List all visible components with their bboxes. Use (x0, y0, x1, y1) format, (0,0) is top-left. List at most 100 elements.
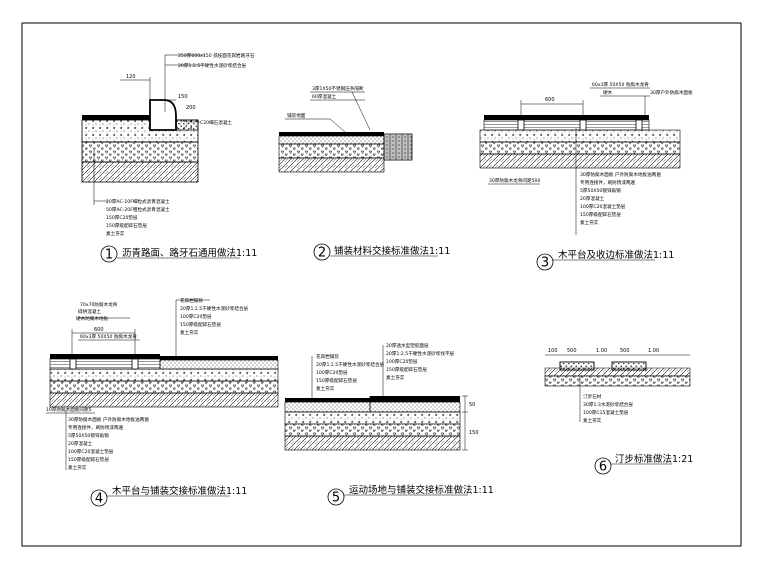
d4-post-1 (69, 358, 77, 370)
d4-note-r-3: 100厚C20垫层 (180, 313, 212, 320)
d3-note-b-6: 150厚级配碎石垫层 (580, 211, 621, 218)
d5-note-l-1: 花岗岩铺装 (316, 353, 339, 360)
d2-note-top-2: 60厚混凝土 (312, 93, 337, 100)
d5-concrete (284, 411, 461, 425)
d4-note-b-4: 20厚混凝土 (68, 440, 93, 447)
d4-note-r-5: 素土夯实 (180, 329, 199, 336)
d4-earth (49, 392, 279, 408)
d3-note-b-5: 100厚C20混凝土垫层 (580, 203, 626, 210)
d4-gravel (49, 380, 279, 394)
d4-number-circle (90, 489, 108, 507)
d3-concrete (479, 129, 681, 143)
d4-note-r-4: 150厚级配碎石垫层 (180, 321, 221, 328)
d3-note-top-3: 30厚户外防腐木面板 (650, 89, 693, 96)
d5-sport-surface (370, 396, 460, 402)
d4-note-top-1: 70x70防腐木龙骨 (80, 301, 118, 308)
d4-note-b-5: 100厚C20混凝土垫层 (68, 448, 114, 455)
d2-mortar (278, 135, 385, 145)
d1-note-b-4: 150厚级配碎石垫层 (106, 222, 147, 229)
d3-note-b-1: 30厚防腐木面板 户外防腐木地板油两遍 (580, 171, 661, 178)
d4-note-b-7: 素土夯实 (68, 464, 87, 471)
d1-note-b-5: 素土夯实 (106, 230, 125, 237)
d6-number: 6 (599, 460, 607, 475)
d5-paving-surface (285, 398, 370, 402)
d1-dim-2: 150 (178, 94, 188, 100)
d3-deck-surface (484, 115, 649, 120)
d1-number: 1 (105, 248, 113, 263)
d6-dim-1: 100 (548, 348, 558, 354)
d3-earth (479, 153, 681, 169)
d6-note-b-4: 素土夯实 (583, 417, 602, 424)
d5-dim-2: 150 (469, 430, 479, 436)
d3-title: 木平台及收边标准做法1:11 (558, 249, 674, 261)
d3-callout: 30厚防腐木龙骨间距500 (489, 177, 540, 184)
d6-title: 汀步标准做法1:21 (615, 453, 693, 465)
d4-paving-surface (160, 356, 278, 360)
d1-note-b-3: 150厚C20垫层 (106, 214, 138, 221)
d2-number-circle (313, 243, 331, 261)
d5-note-l-2: 20厚1:2.5干硬性水泥砂浆结合层 (316, 361, 385, 368)
d1-note-b-1: 20厚AC-10F细粒式沥青混凝土 (106, 198, 170, 205)
d5-number-circle (327, 488, 345, 506)
d3-post-3 (635, 119, 643, 131)
d6-dim-3: 1.00 (596, 348, 607, 354)
d4-deck-surface (50, 354, 160, 359)
d4-title: 木平台与铺装交接标准做法1:11 (112, 485, 247, 497)
d1-asphalt (175, 119, 199, 131)
d4-note-b-1: 30厚防腐木面板 户外防腐木地板油两遍 (68, 416, 149, 423)
detail-2: 3厚1X50不锈钢压条隔断 60厚混凝土 铺装地面 2 铺装材料交接标准做法1:… (278, 85, 450, 261)
d6-dim-5: 1.00 (648, 348, 659, 354)
d3-post-1 (517, 119, 525, 131)
d1-gravel-layer (81, 141, 199, 163)
d4-mortar (159, 359, 279, 370)
d2-note-top-1: 3厚1X50不锈钢压条隔断 (312, 85, 364, 92)
d2-edge-paving (383, 133, 413, 161)
d1-dim-3: 200 (186, 105, 196, 111)
d5-note-r-4: 150厚级配碎石垫层 (386, 366, 427, 373)
d2-callout: 铺装地面 (287, 112, 306, 119)
d5-title: 运动场地与铺装交接标准做法1:11 (349, 484, 494, 496)
detail-1: 250厚600x150 荔枝面花岗岩路牙石 20厚1:2.5干硬性水泥砂浆结合层… (81, 52, 257, 263)
d2-surface (279, 132, 384, 136)
d5-note-l-5: 素土夯实 (316, 385, 335, 392)
d5-note-l-4: 150厚级配碎石垫层 (316, 377, 357, 384)
d3-note-top-2: 硬木 (603, 89, 613, 96)
detail-6: 100 500 1.00 500 1.00 汀步石材 30厚1:3水泥砂浆结合层… (544, 348, 693, 475)
d3-post-2 (579, 119, 587, 131)
d6-dim-4: 500 (620, 348, 630, 354)
d4-number: 4 (95, 492, 103, 507)
d1-note-b-2: 50厚AC-20F粗粒式沥青混凝土 (106, 206, 170, 213)
d1-earth-layer (81, 161, 199, 183)
d6-base (544, 375, 691, 387)
d4-note-b-6: 150厚级配碎石垫层 (68, 456, 109, 463)
d5-note-r-2: 20厚1:2.5干硬性水泥砂浆找平层 (386, 350, 455, 357)
d6-step-stone-1 (559, 361, 595, 371)
d5-number: 5 (332, 491, 340, 506)
d1-note-top-2: 20厚1:2.5干硬性水泥砂浆结合层 (178, 62, 247, 69)
d6-note-b-1: 汀步石材 (583, 393, 602, 400)
d5-note-r-5: 素土夯实 (386, 374, 405, 381)
d1-number-circle (100, 245, 118, 263)
d5-earth (284, 435, 461, 451)
d1-callout: C20细石混凝土 (200, 119, 232, 126)
d3-note-top-1: 60x3厚 50X50 防腐木龙骨 (592, 81, 649, 88)
d6-note-b-3: 100厚C15混凝土垫层 (583, 409, 629, 416)
d1-note-top-1: 250厚600x150 荔枝面花岗岩路牙石 (178, 52, 255, 59)
d6-step-stone-2 (611, 361, 647, 371)
d4-note-top-3: 硬木防腐木地板 (76, 315, 109, 322)
d1-title: 沥青路面、路牙石通用做法1:11 (122, 247, 257, 259)
d3-number-circle (536, 253, 554, 271)
d3-dim-1: 600 (545, 97, 555, 103)
d4-post-2 (131, 358, 139, 370)
detail-4: 70x70防腐木龙骨 碎拼混凝土 硬木防腐木地板 60x3厚 50X50 防腐木… (46, 297, 279, 507)
d4-joist-layer (49, 358, 161, 370)
d1-surface (82, 115, 150, 120)
detail-3: 600 60x3厚 50X50 防腐木龙骨 硬木 30厚户外防腐木面板 30厚防… (479, 81, 693, 271)
d4-note-b-3: 5厚50X50镀锌角钢 (68, 432, 109, 439)
d6-dim-2: 500 (567, 348, 577, 354)
d4-note-r-2: 20厚1:2.5干硬性水泥砂浆结合层 (180, 305, 249, 312)
d4-note-b-2: 专用连接件，刷防锈漆两遍 (68, 424, 124, 431)
d4-dim-1: 600 (94, 327, 104, 333)
d3-gravel (479, 141, 681, 155)
